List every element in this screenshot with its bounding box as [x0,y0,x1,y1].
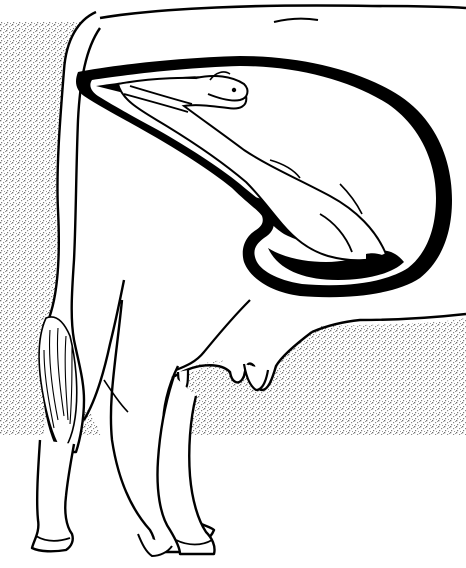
calf-eye [232,88,236,92]
